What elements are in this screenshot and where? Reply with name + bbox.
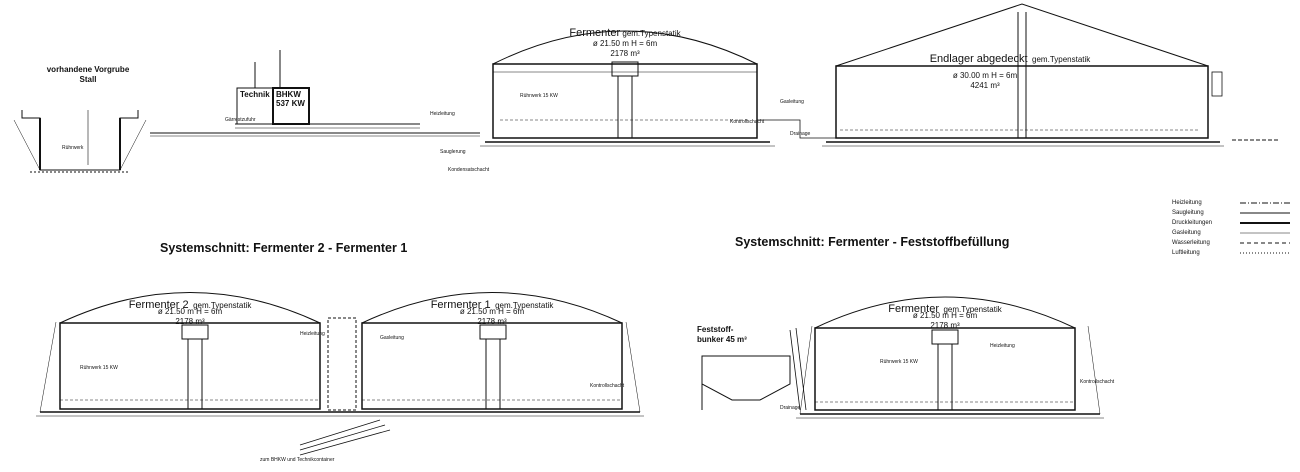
legend-luftleitung: Luftleitung bbox=[1172, 250, 1200, 256]
annotation: Sauglerung bbox=[440, 149, 466, 155]
legend-druckleitungen: Druckleitungen bbox=[1172, 220, 1213, 226]
top-fermenter-statik: gem.Typenstatik bbox=[622, 29, 681, 38]
annotation: Rührwerk bbox=[62, 145, 84, 151]
bottom-fermenter-1 bbox=[361, 292, 623, 410]
legend-saugleitung: Saugleitung bbox=[1172, 210, 1204, 216]
annotation: Gasleitung bbox=[780, 99, 804, 105]
endlager-vol: 4241 m³ bbox=[970, 81, 1000, 90]
f2-title: Fermenter 2 bbox=[128, 299, 189, 311]
f2-vol: 2178 m³ bbox=[175, 317, 205, 326]
fr-title: Fermenter bbox=[888, 303, 940, 315]
bhkw-kw-label: 537 KW bbox=[276, 99, 305, 108]
fr-dim: ø 21.50 m H = 6m bbox=[912, 311, 978, 320]
bottom-fermenter-2 bbox=[59, 292, 321, 410]
annotation: Heizleitung bbox=[300, 331, 325, 337]
top-fermenter-title: Fermenter bbox=[569, 27, 621, 39]
annotation: Kontrollschacht bbox=[730, 119, 765, 125]
annotation: Kontrollschacht bbox=[590, 383, 625, 389]
fr-vol: 2178 m³ bbox=[930, 321, 960, 330]
annotation: Drainage bbox=[780, 405, 801, 411]
annotation: Gärrestzufuhr bbox=[225, 117, 256, 123]
top-endlager bbox=[822, 3, 1224, 147]
f2-statik: gem.Typenstatik bbox=[193, 301, 252, 310]
f2-dim: ø 21.50 m H = 6m bbox=[157, 307, 223, 316]
top-fermenter-vol: 2178 m³ bbox=[610, 49, 640, 58]
vorgrube-label: vorhandene Vorgrube bbox=[46, 65, 130, 74]
endlager-title: Endlager abgedeckt bbox=[929, 53, 1028, 65]
bunker-label: bunker 45 m³ bbox=[697, 335, 747, 344]
annotation: Drainage bbox=[790, 131, 811, 137]
stall-label: Stall bbox=[79, 75, 97, 84]
annotation: Heizleitung bbox=[990, 343, 1015, 349]
annotation: Kondensatschacht bbox=[448, 167, 490, 173]
legend-lines bbox=[1240, 202, 1290, 254]
f1-dim: ø 21.50 m H = 6m bbox=[459, 307, 525, 316]
technik-container bbox=[235, 50, 420, 129]
f1-statik: gem.Typenstatik bbox=[495, 301, 554, 310]
f1-title: Fermenter 1 bbox=[430, 299, 491, 311]
annotation: Rührwerk 15 KW bbox=[880, 359, 918, 365]
technik-label: Technik bbox=[240, 90, 270, 99]
fr-statik: gem.Typenstatik bbox=[943, 305, 1002, 314]
annotation: Kontrollschacht bbox=[1080, 379, 1115, 385]
annotation: Gasleitung bbox=[380, 335, 404, 341]
legend-wasserleitung: Wasserleitung bbox=[1172, 240, 1210, 246]
section-title-1: Systemschnitt: Fermenter 2 - Fermenter 1 bbox=[160, 241, 408, 255]
annotation: Heizleitung bbox=[430, 111, 455, 117]
section-title-2: Systemschnitt: Fermenter - Feststoffbefü… bbox=[735, 235, 1010, 249]
bhkw-label: BHKW bbox=[276, 90, 301, 99]
legend-heizleitung: Heizleitung bbox=[1172, 200, 1202, 206]
f1-vol: 2178 m³ bbox=[477, 317, 507, 326]
annotation: Rührwerk 15 KW bbox=[520, 93, 558, 99]
annotation: zum BHKW und Technikcontainer bbox=[260, 457, 335, 463]
top-fermenter-dim: ø 21.50 m H = 6m bbox=[592, 39, 658, 48]
vorgrube-section bbox=[13, 110, 147, 173]
annotation: Rührwerk 15 KW bbox=[80, 365, 118, 371]
feststoff-label: Feststoff- bbox=[697, 325, 734, 334]
legend-gasleitung: Gasleitung bbox=[1172, 230, 1201, 236]
bottom-right-fermenter bbox=[796, 296, 1104, 419]
endlager-dim: ø 30.00 m H = 6m bbox=[952, 71, 1018, 80]
endlager-statik: gem.Typenstatik bbox=[1032, 55, 1091, 64]
feststoff-bunker bbox=[701, 327, 807, 411]
bottom-left-ground bbox=[36, 317, 644, 456]
top-fermenter bbox=[480, 30, 775, 147]
